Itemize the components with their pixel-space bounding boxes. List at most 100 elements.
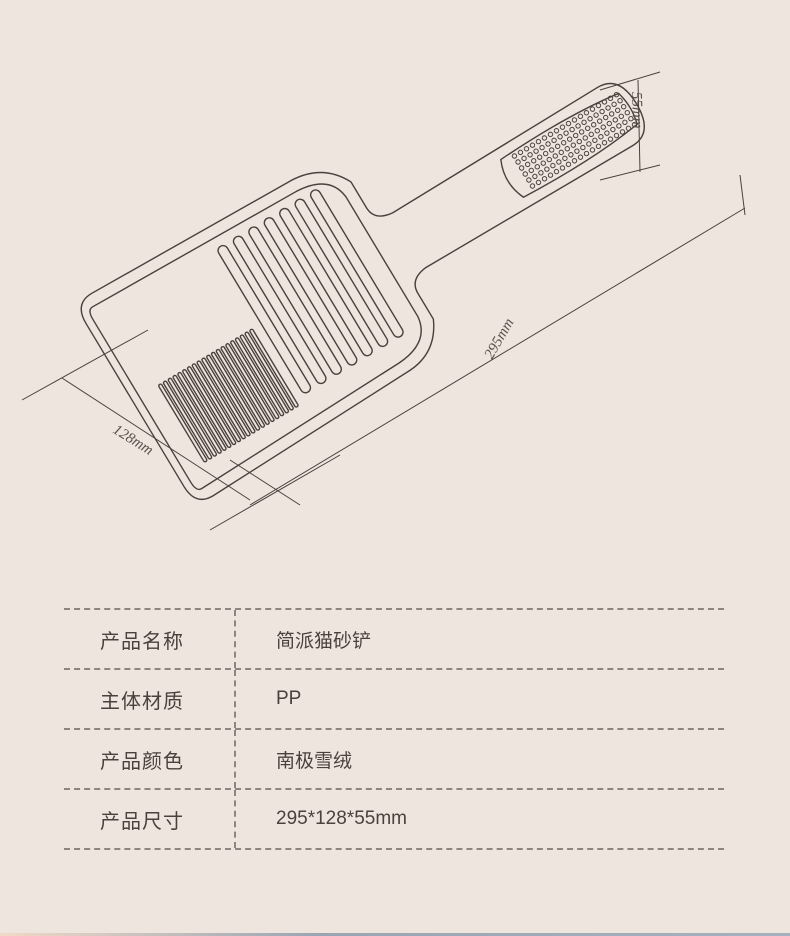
- grip-dot: [547, 131, 554, 138]
- sifting-slots: [217, 189, 404, 394]
- grip-dot: [518, 165, 525, 171]
- grip-dot: [526, 177, 532, 183]
- grip-dot: [542, 150, 549, 157]
- grip-dot: [620, 104, 627, 110]
- comb-slot: [249, 328, 299, 408]
- grip-dot: [554, 143, 561, 150]
- grip-dot: [616, 123, 622, 129]
- height-dimension-label: 55mm: [628, 92, 645, 129]
- grip-dot: [612, 117, 618, 123]
- spec-value: 南极雪绒: [276, 750, 353, 772]
- grip-dot: [581, 119, 587, 126]
- grip-dot: [551, 137, 557, 144]
- grip-dot: [571, 158, 578, 164]
- spec-value: PP: [276, 688, 302, 709]
- grip-dot: [546, 156, 552, 163]
- grip-dot: [553, 168, 560, 175]
- grip-dot: [563, 130, 569, 136]
- table-row: 产品颜色 南极雪绒: [64, 728, 724, 788]
- comb-slot: [230, 340, 280, 420]
- sifting-slot: [294, 198, 389, 348]
- grip-dot: [618, 113, 624, 120]
- comb-slot: [191, 363, 242, 443]
- grip-dot: [589, 147, 596, 153]
- scoop-outline: [80, 82, 645, 501]
- grip-dot: [565, 161, 572, 168]
- grip-dot: [533, 148, 539, 154]
- grip-dot: [564, 146, 570, 152]
- grip-dot: [553, 128, 560, 134]
- grip-dot: [545, 141, 551, 147]
- grip-dot: [598, 134, 604, 140]
- grip-dot: [593, 112, 599, 118]
- sifting-slot: [217, 244, 312, 394]
- grip-dot: [541, 176, 548, 182]
- grip-dot: [600, 124, 606, 130]
- spec-label: 产品名称: [100, 628, 184, 653]
- grip-dot: [583, 110, 590, 116]
- comb-slot: [239, 334, 290, 414]
- grip-dot: [527, 152, 533, 158]
- sifting-slot: [248, 226, 343, 375]
- table-row: 主体材质 PP: [64, 668, 724, 728]
- grip-dot: [611, 101, 617, 108]
- grip-dot: [608, 111, 615, 117]
- comb-slot: [215, 348, 266, 428]
- grip-dot: [613, 132, 620, 139]
- grip-dot: [523, 146, 530, 152]
- comb-slot: [201, 357, 251, 437]
- grip-dot: [577, 113, 584, 120]
- grip-dot: [594, 128, 600, 134]
- spec-value: 295*128*55mm: [276, 808, 407, 829]
- grip-dot: [532, 173, 538, 180]
- comb-slot: [244, 331, 294, 411]
- grip-dot: [578, 129, 585, 135]
- grip-dot: [544, 166, 550, 172]
- grip-dot: [566, 136, 573, 142]
- grip-dot: [552, 153, 558, 159]
- grip-dot: [548, 147, 555, 153]
- comb-slot: [162, 380, 213, 460]
- grip-dot: [539, 144, 545, 151]
- sifting-slot: [263, 217, 358, 366]
- spec-label: 产品颜色: [100, 748, 184, 773]
- grip-dot: [538, 170, 544, 176]
- grip-dot: [601, 99, 608, 105]
- grip-dot: [587, 116, 593, 122]
- spec-label: 产品尺寸: [100, 808, 184, 833]
- grip-dot: [631, 122, 638, 128]
- comb-slots: [158, 328, 299, 463]
- grip-dot: [529, 142, 536, 148]
- grip-dot: [604, 130, 610, 136]
- grip-dot: [586, 141, 592, 147]
- grip-dot: [607, 95, 614, 102]
- grip-dot: [540, 160, 546, 166]
- grip-dot: [577, 154, 584, 160]
- grip-dot: [624, 110, 630, 116]
- grip-dot: [511, 153, 518, 159]
- grip-dot: [590, 122, 597, 128]
- grip-dot: [524, 161, 531, 168]
- grip-dot: [607, 136, 614, 142]
- grip-dot: [536, 154, 543, 160]
- grip-dot: [595, 143, 602, 150]
- sifting-slot: [232, 235, 327, 385]
- grip-dot: [535, 179, 542, 186]
- grip-dot: [610, 126, 616, 133]
- grip-dot: [572, 132, 579, 139]
- grip-dot: [614, 107, 621, 114]
- grip-dot: [560, 140, 567, 146]
- bottom-edge: [0, 933, 790, 936]
- grip-dot: [619, 129, 626, 135]
- grip-dot: [565, 120, 572, 127]
- grip-dot: [530, 158, 537, 164]
- comb-slot: [206, 354, 256, 434]
- comb-slot: [196, 360, 246, 440]
- spec-value: 简派猫砂铲: [276, 630, 372, 652]
- grip-dot: [559, 165, 566, 171]
- grip-dot: [528, 167, 534, 174]
- grip-dot: [582, 135, 588, 141]
- grip-dot: [521, 155, 527, 162]
- dimension-lines: [21, 71, 746, 531]
- litter-scoop-diagram: 295mm 128mm 55mm: [21, 71, 746, 531]
